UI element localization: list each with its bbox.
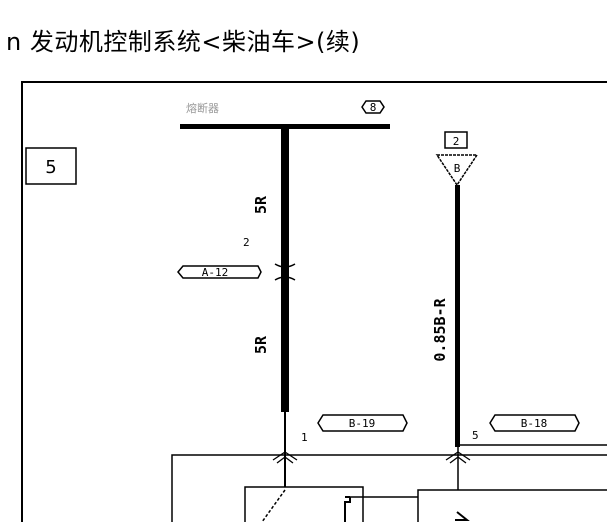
diagram-frame	[21, 81, 607, 522]
section-number: 5	[45, 157, 56, 178]
ground-box	[444, 131, 468, 149]
pin-left: 1	[301, 431, 308, 444]
wire-085b-r	[455, 185, 460, 447]
connector-b19-label: B-19	[349, 417, 376, 430]
fuse-number-marker	[361, 100, 385, 114]
splice-mark	[274, 263, 296, 281]
relay	[244, 486, 364, 522]
pin-right: 5	[472, 429, 479, 442]
section-box	[25, 147, 77, 185]
ground-triangle	[435, 154, 479, 187]
pin-splice: 2	[243, 236, 250, 249]
relay-switch	[261, 489, 286, 522]
connector-b18-label: B-18	[521, 417, 548, 430]
connector-b18	[489, 414, 580, 432]
wire-label-right: 0.85B-R	[431, 297, 449, 361]
fuse-label: 熔断器	[186, 101, 219, 115]
connector-b19	[317, 414, 408, 432]
fuse-number: 8	[370, 101, 377, 114]
ground-box-number: 2	[453, 135, 460, 148]
connector-a12	[177, 265, 262, 279]
wire-5r	[281, 124, 289, 412]
page-title: n 发动机控制系统<柴油车>(续)	[6, 28, 361, 56]
pin-mark-left	[272, 451, 298, 464]
connector-a12-label: A-12	[202, 266, 229, 279]
module-symbol	[455, 511, 470, 521]
wire-label-upper: 5R	[252, 195, 270, 214]
wire-label-lower: 5R	[252, 335, 270, 354]
relay-wire	[345, 496, 418, 498]
control-module	[417, 489, 607, 522]
ground-letter: B	[454, 162, 461, 175]
